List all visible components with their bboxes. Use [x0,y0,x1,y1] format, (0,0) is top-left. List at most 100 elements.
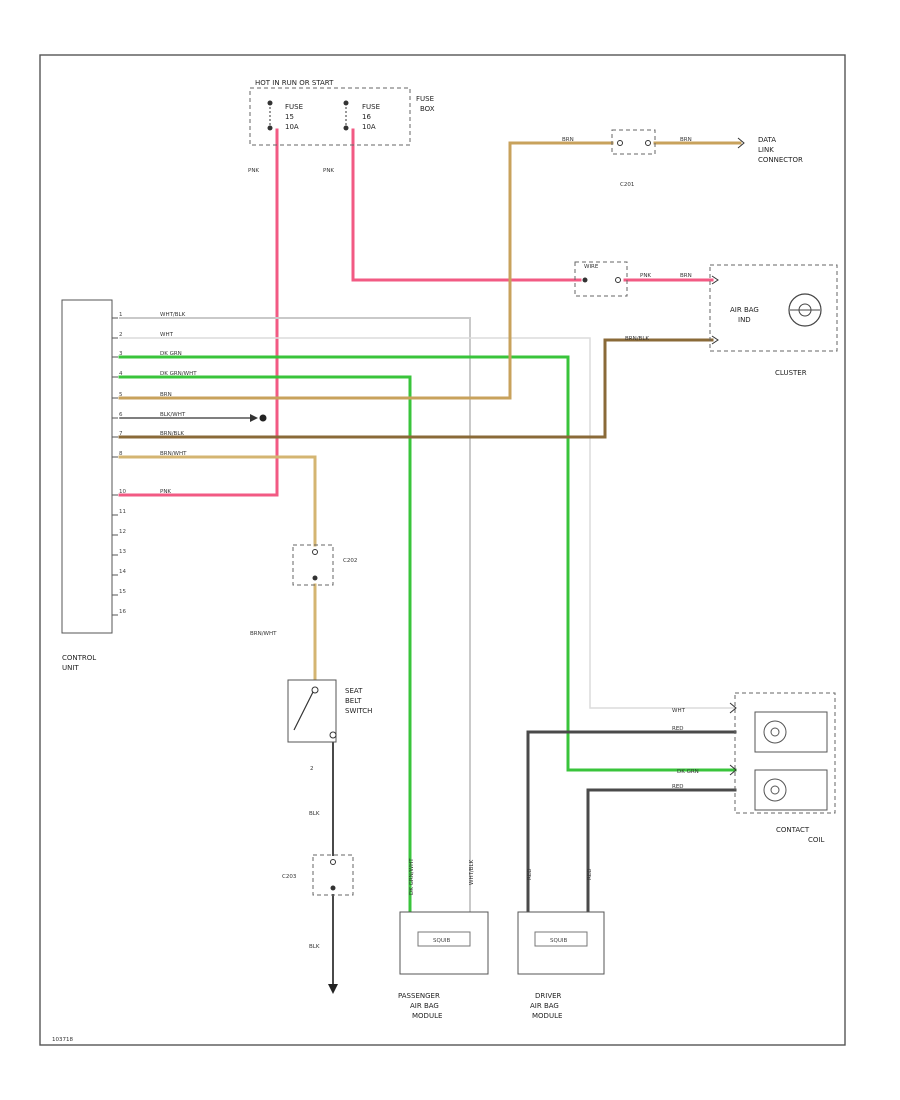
pin-number: 12 [119,529,126,535]
fusebox-side-l1: FUSE [416,95,434,103]
fuse16-wire-label: PNK [323,168,334,174]
passenger-airbag-module: DK GRN/WHT WHT/BLK SQUIB PASSENGER AIR B… [398,858,489,1020]
coil-wire-1: WHT [672,708,686,714]
fuse16-l3: 10A [362,123,376,131]
ground-dot [259,414,267,422]
pin-number: 8 [119,451,123,457]
wire-wht-blk [119,317,471,916]
c202-connector: C202 BRN/WHT [250,544,357,637]
pin-number: 4 [119,371,123,377]
pin-number: 1 [119,312,123,318]
lamp-connector-label: WIRE [584,264,599,270]
fuse-box: HOT IN RUN OR START FUSE 15 10A FUSE 16 … [248,79,435,174]
dlc-wire-left: BRN [562,137,574,143]
pin-wire-label: BRN/WHT [160,451,187,457]
pin-number: 14 [119,569,126,575]
wire-red-2 [586,788,737,917]
fuse16-l2: 16 [362,113,371,121]
drv-label-2: AIR BAG [530,1002,559,1010]
pin-wire-label: BRN [160,392,172,398]
c201-label: C201 [620,182,634,188]
pass-wire-1: DK GRN/WHT [409,858,415,895]
control-unit-label-1: CONTROL [62,654,96,662]
seatbelt-wire-top: BRN/WHT [250,631,277,637]
lamp-wire-brn: BRN [680,273,692,279]
pass-label-3: MODULE [412,1012,442,1020]
pass-squib: SQUIB [433,938,450,944]
seatbelt-pin: 2 [310,766,314,772]
drv-label-3: MODULE [532,1012,562,1020]
pin-number: 7 [119,431,123,437]
pin-number: 5 [119,392,123,398]
drv-label-1: DRIVER [535,992,562,1000]
pin-number: 6 [119,412,123,418]
wire-wht [119,337,736,709]
coil-label-2: COIL [808,836,824,844]
wire-pnk-fuse2 [351,128,582,282]
wire-dk-grn [118,355,737,772]
pin-wire-label: DK GRN/WHT [160,371,197,377]
c203-connector: C203 BLK [282,854,354,994]
dlc-label-2: LINK [758,146,774,154]
fuse-box-label: HOT IN RUN OR START [255,79,334,87]
wire-dk-grn-wht [118,375,412,917]
coil-wire-4: RED [672,784,684,790]
pin-wire-label: WHT/BLK [160,312,186,318]
lamp-wire-pnk: PNK [640,273,651,279]
pin-number: 16 [119,609,126,615]
lamp-wire-brn-blk: BRN/BLK [625,336,649,342]
pin-wire-label: BLK/WHT [160,412,186,418]
dlc-wire-right: BRN [680,137,692,143]
wire-pnk-fuse1 [118,128,279,497]
control-unit-label-2: UNIT [62,664,79,672]
pin-wire-label: BRN/BLK [160,431,184,437]
seatbelt-wire-blk2: BLK [309,944,320,950]
data-link-connector: BRN C201 BRN DATA LINK CONNECTOR [562,129,803,188]
diagram-id: 103718 [52,1037,73,1043]
wire-brn-blk [118,338,714,439]
pin-number: 2 [119,332,123,338]
driver-airbag-module: RED RED SQUIB DRIVER AIR BAG MODULE [517,868,605,1020]
seatbelt-wire-blk1: BLK [309,811,320,817]
pin-wire-label: DK GRN [160,351,182,357]
pass-label-2: AIR BAG [410,1002,439,1010]
pass-label-1: PASSENGER [398,992,440,1000]
coil-wire-3: DK GRN [677,769,699,775]
pin-number: 11 [119,509,126,515]
fuse15-l1: FUSE [285,103,303,111]
seatbelt-label-3: SWITCH [345,707,372,715]
ground-arrow-icon [250,414,258,422]
cluster-label: CLUSTER [775,369,807,377]
fusebox-side-l2: BOX [420,105,435,113]
dlc-label-1: DATA [758,136,776,144]
airbag-ind-label-1: AIR BAG [730,306,759,314]
diagram-frame [39,54,846,1046]
coil-label-1: CONTACT [776,826,810,834]
seatbelt-label-1: SEAT [345,687,363,695]
drv-squib: SQUIB [550,938,567,944]
pin-number: 3 [119,351,123,357]
seat-belt-switch: SEAT BELT SWITCH 2 BLK [287,679,372,817]
seatbelt-label-2: BELT [345,697,362,705]
coil-wire-2: RED [672,726,684,732]
control-unit-pins: 1 WHT/BLK 2 WHT 3 DK GRN 4 DK GRN/WHT 5 BRN 6 BLK/W… [112,312,197,616]
airbag-ind-label-2: IND [738,316,751,324]
fuse15-l2: 15 [285,113,294,121]
fuse15-wire-label: PNK [248,168,259,174]
pin-number: 15 [119,589,126,595]
c203-label: C203 [282,874,297,880]
dlc-label-3: CONNECTOR [758,156,803,164]
fuse15-l3: 10A [285,123,299,131]
airbag-indicator-cluster: WIRE PNK BRN AIR BAG IND BRN/BLK CLUSTER [574,261,838,377]
wire-brn-wht [118,455,317,547]
wire-red-1 [526,730,737,917]
c202-label: C202 [343,558,357,564]
wire-brn-dlc [118,141,614,400]
pin-number: 13 [119,549,126,555]
pin-wire-label: WHT [160,332,174,338]
contact-coil: WHT RED DK GRN RED CONTACT COIL [672,692,836,844]
pin-wire-label: PNK [160,489,171,495]
drv-wire-1: RED [527,868,533,880]
pass-wire-2: WHT/BLK [469,859,475,885]
